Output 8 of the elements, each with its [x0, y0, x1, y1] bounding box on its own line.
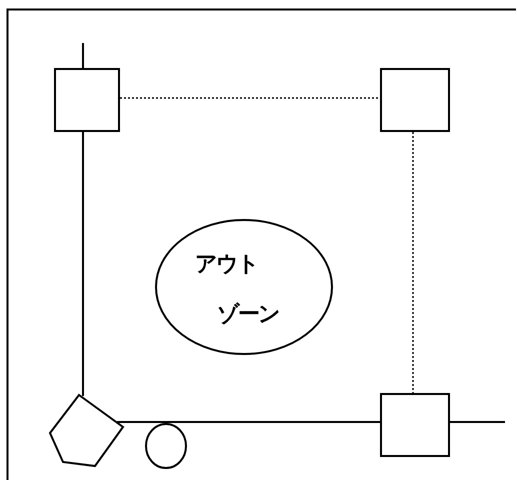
dotted-line [412, 132, 414, 393]
line [82, 132, 84, 396]
line [82, 43, 84, 68]
line [450, 421, 505, 423]
zone-label: アウト [195, 251, 258, 279]
line [117, 421, 380, 423]
zone-label: ゾーン [217, 301, 279, 329]
dotted-line [120, 97, 380, 99]
